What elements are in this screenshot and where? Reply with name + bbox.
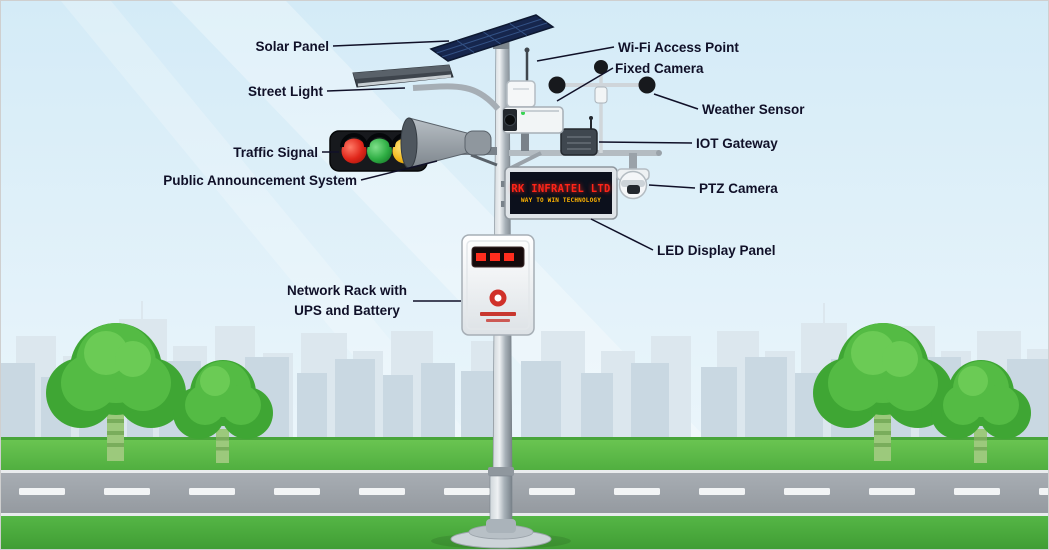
tree xyxy=(173,360,273,463)
grass-edge xyxy=(1,437,1048,440)
leader-line-pa-system xyxy=(360,160,438,181)
pa-speaker-graphic xyxy=(400,117,498,169)
label-solar-panel: Solar Panel xyxy=(255,39,329,54)
label-led-display-panel: LED Display Panel xyxy=(657,243,776,258)
leader-line-ptz-camera xyxy=(648,184,696,189)
label-network-rack: Network Rack with UPS and Battery xyxy=(286,283,408,319)
tree xyxy=(813,323,953,461)
sky-light-streak xyxy=(171,1,706,438)
leader-line-wifi xyxy=(536,46,615,62)
iot-gateway-graphic xyxy=(560,116,598,156)
label-fixed-camera: Fixed Camera xyxy=(615,61,704,76)
leader-line-led-display xyxy=(590,218,654,251)
label-traffic-signal: Traffic Signal xyxy=(233,145,318,160)
ptz-camera-graphic xyxy=(616,153,650,200)
leader-line-iot-gateway xyxy=(598,141,693,144)
tree xyxy=(931,360,1031,463)
label-public-announcement-system: Public Announcement System xyxy=(163,173,357,188)
sky-light-streak xyxy=(61,1,471,438)
leader-line-weather-sensor xyxy=(653,93,699,110)
road-lane-markings xyxy=(19,488,1048,495)
wifi-access-point-graphic xyxy=(506,47,536,108)
label-iot-gateway: IOT Gateway xyxy=(696,136,778,151)
network-rack-graphic xyxy=(461,234,535,336)
led-display-graphic xyxy=(501,166,618,220)
grass-strip-upper xyxy=(1,437,1048,473)
street-light-graphic xyxy=(352,64,501,111)
road-curb-bottom xyxy=(1,513,1048,516)
label-street-light: Street Light xyxy=(247,84,323,99)
leader-lines xyxy=(322,40,699,302)
signal-green-light xyxy=(367,138,392,164)
leader-line-fixed-camera xyxy=(556,67,614,102)
fixed-camera-graphic xyxy=(502,106,564,151)
leader-line-solar-panel xyxy=(332,40,450,47)
label-weather-sensor: Weather Sensor xyxy=(702,102,805,117)
signal-red-light xyxy=(341,138,367,164)
label-ptz-camera: PTZ Camera xyxy=(699,181,778,196)
tree xyxy=(46,323,186,461)
weather-sensor-graphic xyxy=(548,60,656,153)
solar-panel-graphic xyxy=(429,14,555,62)
label-wifi-access-point: Wi-Fi Access Point xyxy=(618,40,739,55)
leader-line-street-light xyxy=(326,87,406,92)
road-curb-top xyxy=(1,470,1048,473)
